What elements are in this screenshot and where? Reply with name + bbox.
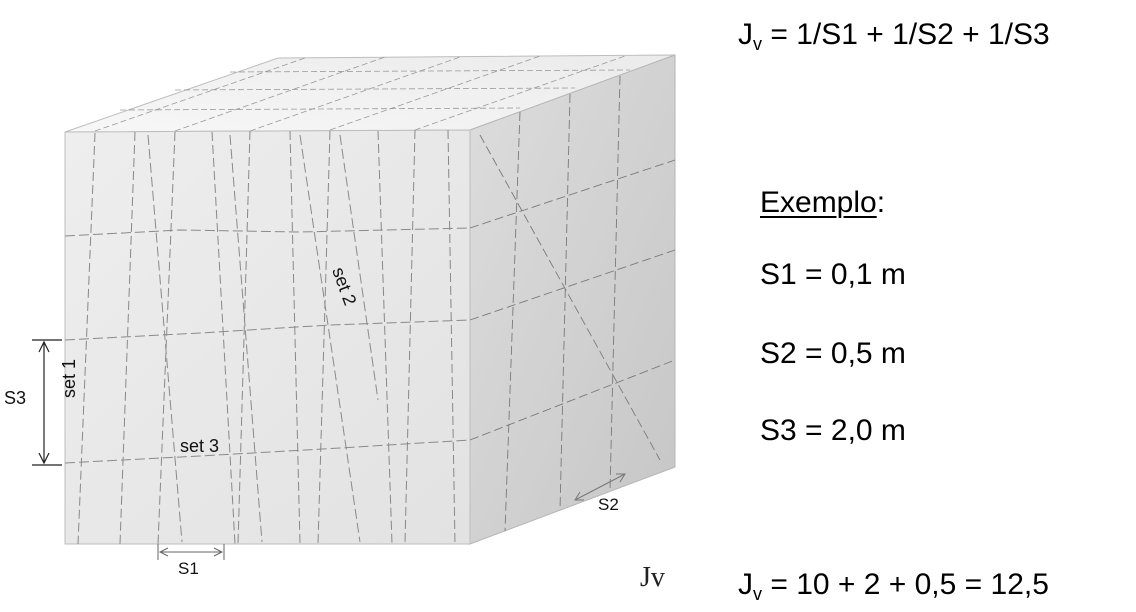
result-symbol: J [738, 568, 753, 601]
example-value-s1: S1 = 0,1 m [760, 258, 906, 291]
rock-block-diagram: S3 S1 S2 set 1 set 2 set 3 Jv [4, 54, 676, 593]
jv-result: Jv = 10 + 2 + 0,5 = 12,5 [738, 568, 1049, 605]
s2-label: S2 [598, 495, 619, 514]
joint-set-2-traces [147, 134, 379, 543]
block-side-face [469, 54, 676, 545]
joint-set-1-traces [77, 129, 456, 545]
s1-dimension [157, 544, 225, 560]
s3-dimension [32, 339, 62, 466]
s3-label: S3 [4, 388, 26, 408]
set-1-label: set 1 [59, 359, 79, 398]
block-front-face [64, 129, 471, 545]
example-heading: Exemplo: [760, 186, 885, 220]
result-subscript: v [753, 584, 762, 604]
set-3-label: set 3 [180, 436, 219, 456]
example-value-s2: S2 = 0,5 m [760, 337, 906, 370]
joint-set-3-traces [64, 227, 471, 464]
formula-symbol: J [738, 18, 753, 51]
example-colon: : [876, 186, 886, 219]
example-value-s3: S3 = 2,0 m [760, 414, 906, 447]
s1-label: S1 [178, 559, 199, 578]
top-face-joint-traces [94, 55, 631, 132]
s2-dimension [574, 473, 626, 501]
jv-diagram-label: Jv [640, 562, 665, 593]
result-rhs: = 10 + 2 + 0,5 = 12,5 [762, 568, 1049, 601]
formula-rhs: = 1/S1 + 1/S2 + 1/S3 [762, 18, 1050, 51]
jv-formula: Jv = 1/S1 + 1/S2 + 1/S3 [738, 18, 1050, 55]
example-title: Exemplo [760, 186, 877, 219]
formula-subscript: v [753, 34, 762, 54]
side-face-joint-traces [469, 75, 676, 532]
